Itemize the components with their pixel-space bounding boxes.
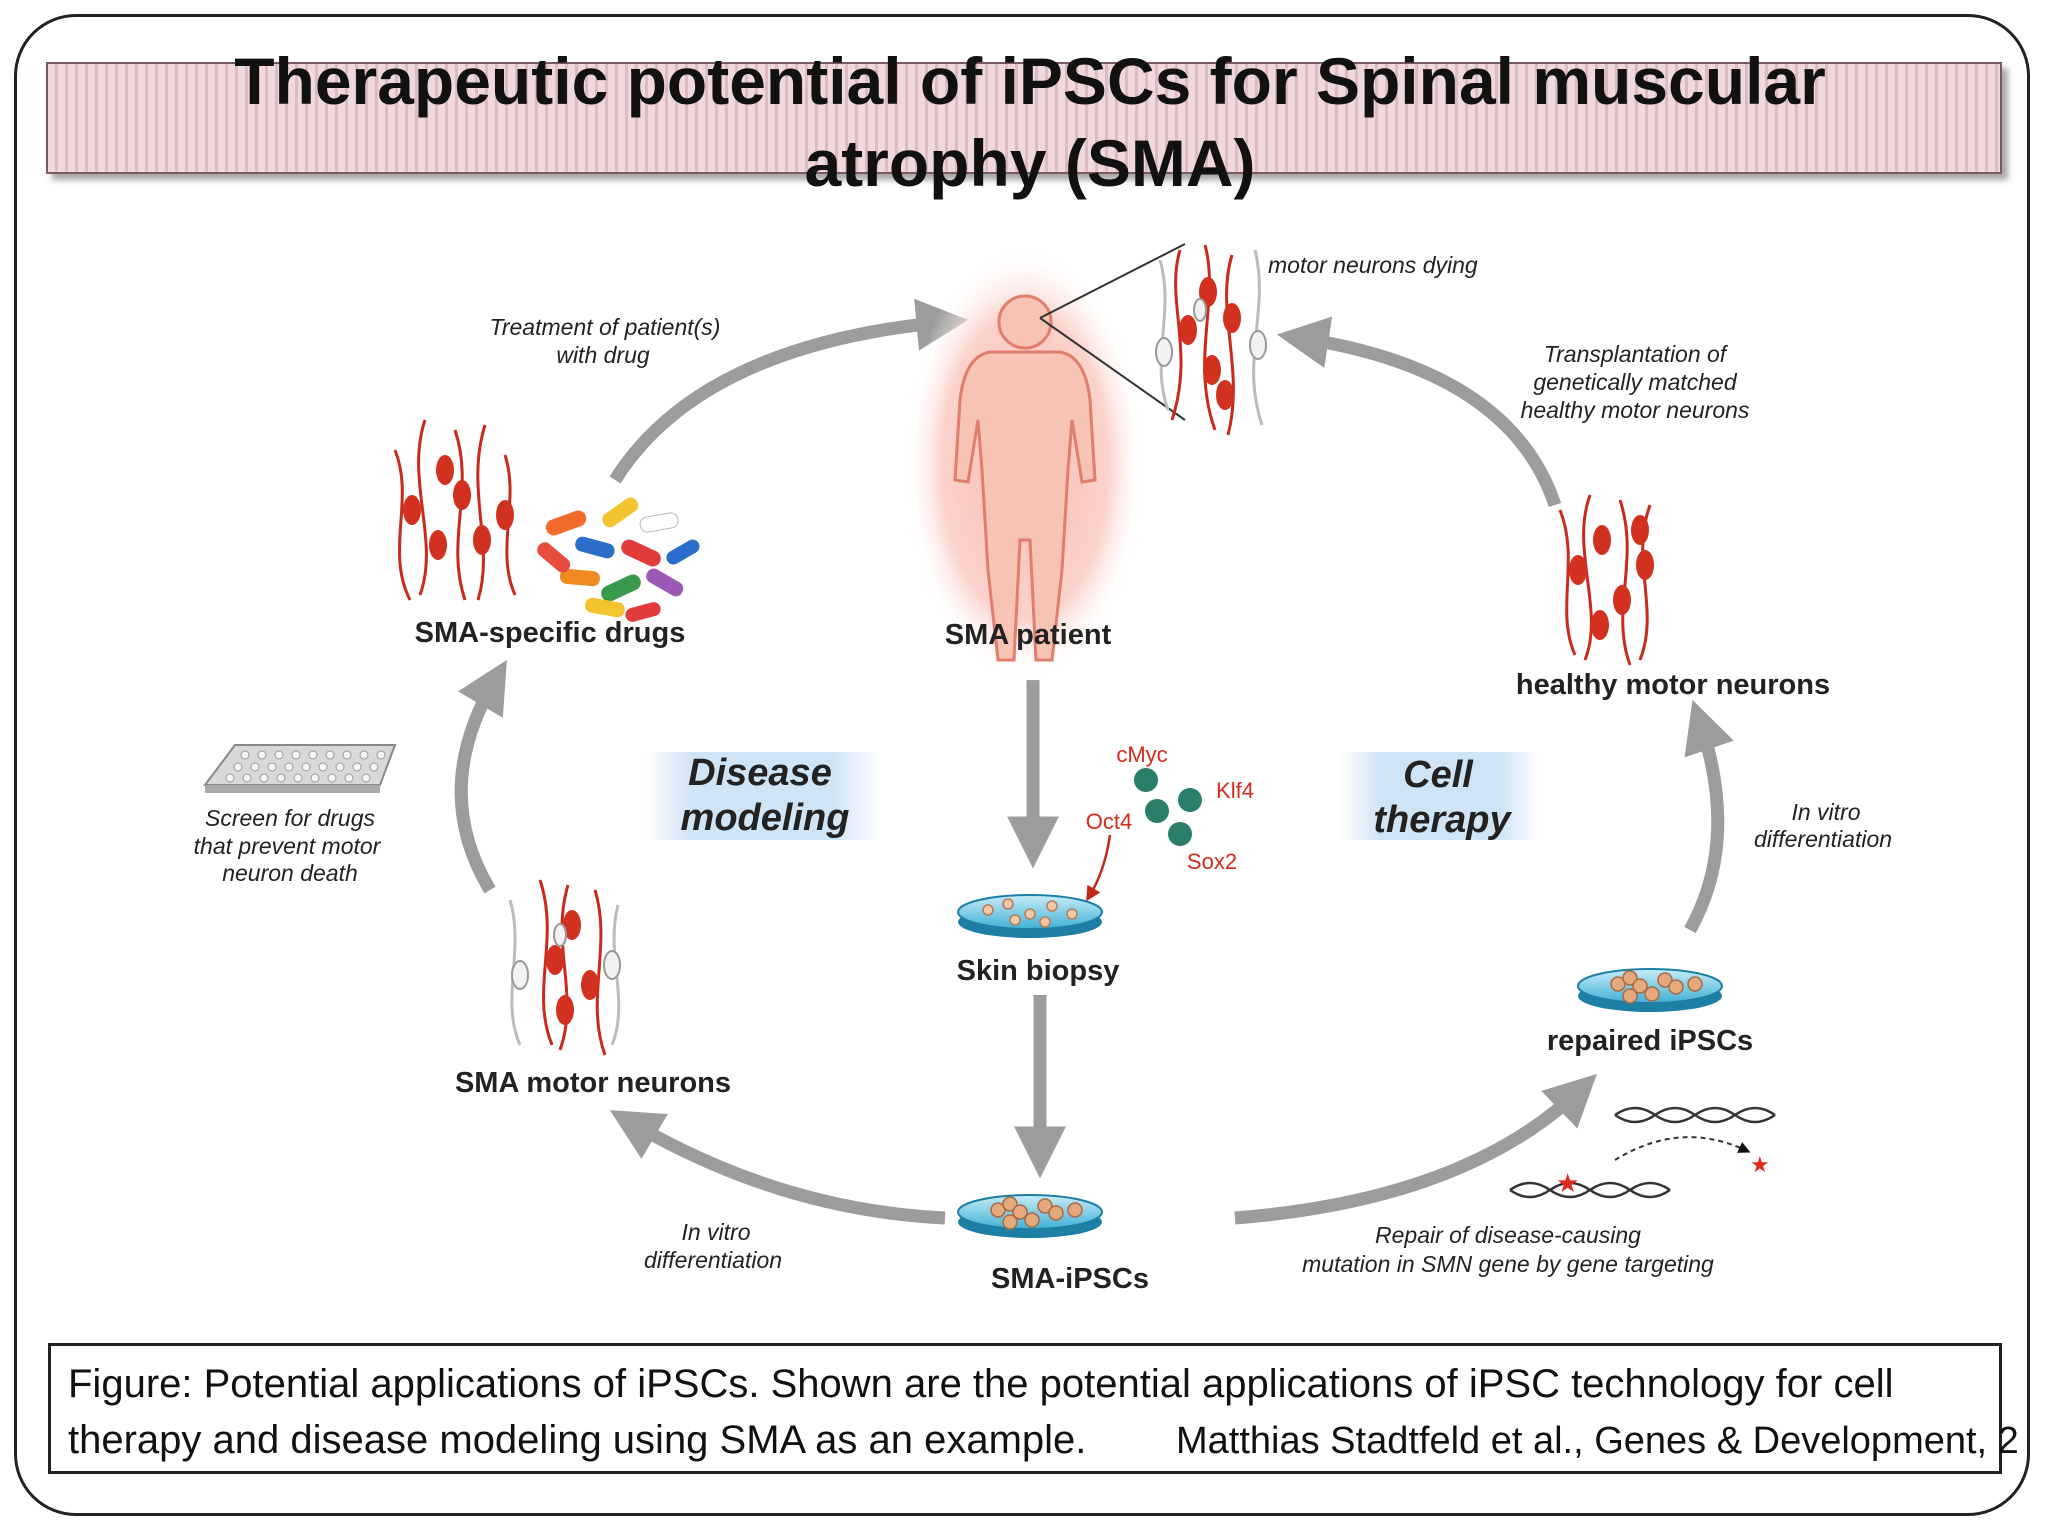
figure-caption: Figure: Potential applications of iPSCs.…: [68, 1362, 1894, 1462]
screening-plate: [203, 744, 397, 793]
repaired-ipsc-dish: [1577, 968, 1723, 1012]
pills-pile: [537, 497, 700, 622]
patient-figure: [905, 245, 1145, 685]
label-transplant-3: healthy motor neurons: [1521, 397, 1750, 423]
sma-neurons-cluster: [508, 879, 621, 1056]
label-sma-ipscs: SMA-iPSCs: [991, 1263, 1149, 1295]
label-transplant-2: genetically matched: [1533, 369, 1737, 395]
label-cell-therapy-2: therapy: [1373, 799, 1512, 841]
label-repaired-ipscs: repaired iPSCs: [1547, 1025, 1753, 1057]
label-cell-therapy-1: Cell: [1403, 754, 1474, 796]
label-right-diff-1: In vitro: [1791, 799, 1860, 825]
cell-therapy-banner: [1340, 752, 1540, 840]
gene-targeting-dna: [1509, 1106, 1776, 1199]
slide-frame: [14, 14, 2030, 1516]
label-sma-specific-drugs: SMA-specific drugs: [415, 617, 686, 649]
caption-box: [48, 1343, 2002, 1474]
label-screen-2: that prevent motor: [194, 833, 382, 859]
label-disease-modeling-1: Disease: [688, 752, 832, 794]
label-screen-3: neuron death: [222, 860, 358, 886]
label-factor-sox2: Sox2: [1187, 849, 1237, 874]
label-healthy-motor-neurons: healthy motor neurons: [1516, 669, 1830, 701]
label-factor-oct4: Oct4: [1086, 809, 1132, 834]
label-left-diff-1: In vitro: [681, 1219, 750, 1245]
label-sma-patient: SMA patient: [945, 619, 1112, 651]
label-repair-1: Repair of disease-causing: [1375, 1222, 1641, 1248]
mutation-star: ★: [1556, 1169, 1579, 1199]
label-disease-modeling-2: modeling: [681, 797, 850, 839]
label-transplant-1: Transplantation of: [1544, 341, 1729, 367]
citation: Matthias Stadtfeld et al., Genes & Devel…: [1176, 1420, 2019, 1462]
label-sma-motor-neurons: SMA motor neurons: [455, 1067, 731, 1099]
disease-modeling-banner: [645, 752, 880, 840]
repair-star: ★: [1750, 1153, 1770, 1178]
drug-neurons-cluster: [393, 419, 517, 601]
reprogramming-factors: [1086, 768, 1202, 902]
dying-neurons-cluster: [1155, 244, 1267, 436]
label-screen-1: Screen for drugs: [205, 805, 376, 831]
slide-title: Therapeutic potential of iPSCs for Spina…: [234, 44, 1826, 200]
zoom-lines: [1039, 243, 1186, 421]
label-treatment-1: Treatment of patient(s): [490, 314, 721, 340]
label-left-diff-2: differentiation: [644, 1247, 782, 1273]
label-factor-klf4: Klf4: [1216, 778, 1254, 803]
title-bar: [46, 62, 2002, 174]
label-treatment-2: with drug: [556, 342, 650, 368]
label-factor-cmyc: cMyc: [1116, 742, 1167, 767]
label-motor-neurons-dying: motor neurons dying: [1268, 252, 1478, 278]
cycle-arrows: [454, 298, 1734, 1225]
sma-ipsc-dish: [957, 1194, 1103, 1238]
label-repair-2: mutation in SMN gene by gene targeting: [1302, 1251, 1714, 1277]
label-right-diff-2: differentiation: [1754, 826, 1892, 852]
label-skin-biopsy: Skin biopsy: [957, 955, 1120, 987]
skin-biopsy-dish: [957, 894, 1103, 938]
healthy-neurons-cluster: [1558, 494, 1654, 666]
